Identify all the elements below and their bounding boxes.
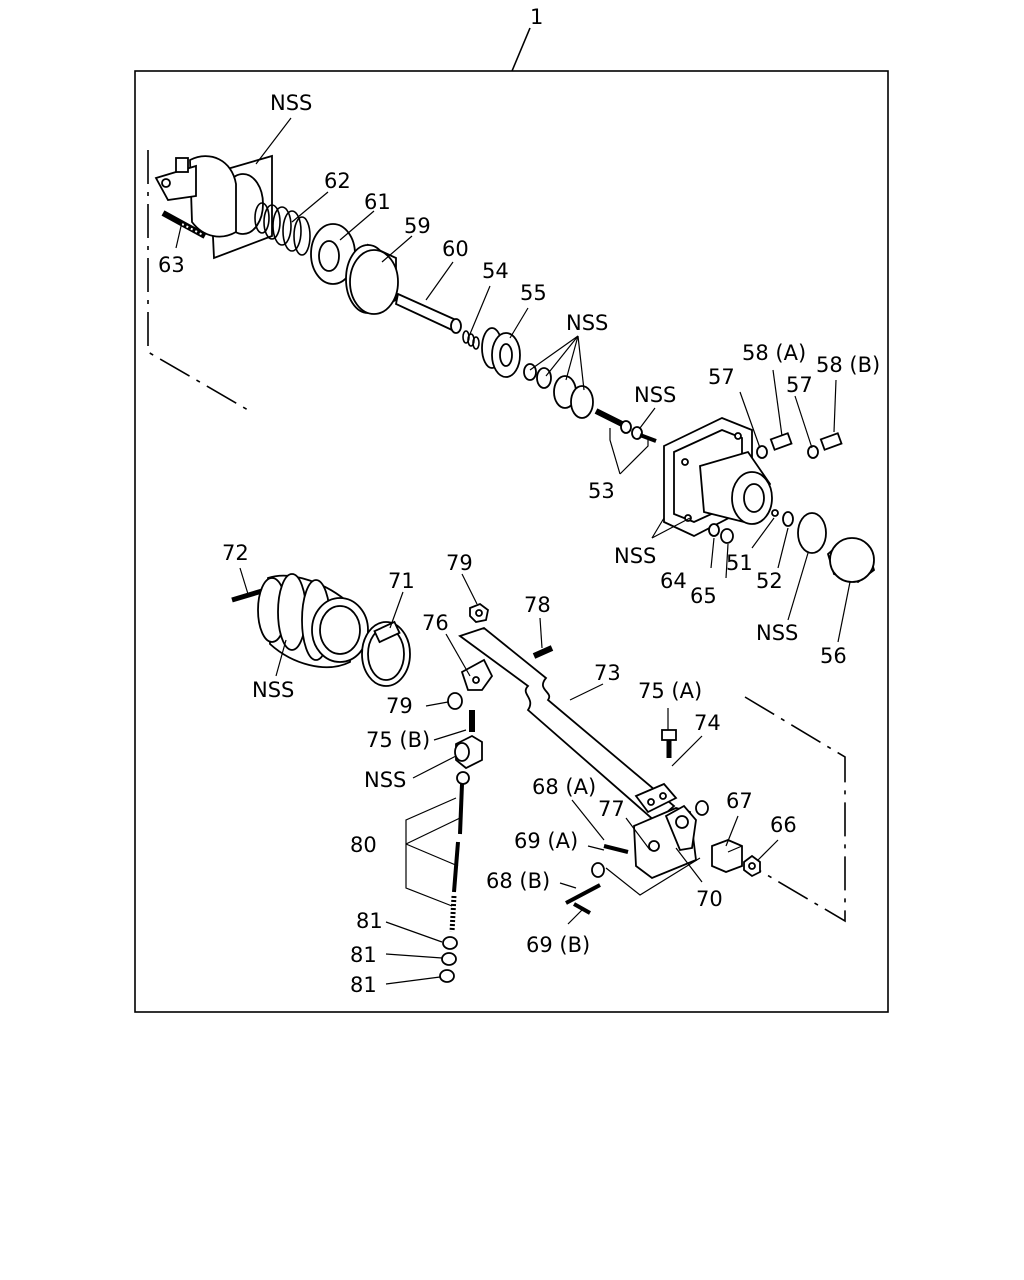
bracket-70-bracket-line bbox=[605, 857, 701, 896]
bushing-small bbox=[591, 862, 605, 878]
right-housing bbox=[663, 417, 773, 538]
label-70: 70 bbox=[696, 887, 723, 911]
label-60: 60 bbox=[442, 237, 469, 261]
left-housing bbox=[154, 154, 273, 260]
label-71: 71 bbox=[388, 569, 415, 593]
label-assembly-1: 1 bbox=[530, 5, 543, 29]
washer-61 bbox=[310, 223, 356, 285]
label-81-c: 81 bbox=[350, 973, 377, 997]
label-56: 56 bbox=[820, 644, 847, 668]
nut-79-lower bbox=[447, 692, 463, 710]
label-79-lower: 79 bbox=[386, 694, 413, 718]
bolt-53 bbox=[594, 408, 657, 443]
label-72: 72 bbox=[222, 541, 249, 565]
label-59: 59 bbox=[404, 214, 431, 238]
label-nss-housing: NSS bbox=[614, 544, 656, 568]
nuts-81 bbox=[439, 936, 458, 983]
label-80: 80 bbox=[350, 833, 377, 857]
label-79-top: 79 bbox=[446, 551, 473, 575]
rod-80 bbox=[449, 771, 470, 933]
bolt-63 bbox=[161, 210, 207, 239]
bushing bbox=[695, 800, 709, 816]
bolt-78 bbox=[532, 645, 554, 659]
pins-68-69 bbox=[565, 844, 629, 915]
label-77: 77 bbox=[598, 797, 625, 821]
label-69a: 69 (A) bbox=[514, 829, 578, 853]
plug-56 bbox=[826, 537, 876, 584]
label-74: 74 bbox=[694, 711, 721, 735]
bolt-75a bbox=[661, 729, 677, 758]
label-58a: 58 (A) bbox=[742, 341, 806, 365]
spring-62 bbox=[254, 202, 311, 256]
label-68b: 68 (B) bbox=[486, 869, 550, 893]
label-55: 55 bbox=[520, 281, 547, 305]
nut-79-top bbox=[469, 602, 489, 623]
o-ring bbox=[797, 512, 827, 554]
label-69b: 69 (B) bbox=[526, 933, 590, 957]
label-66: 66 bbox=[770, 813, 797, 837]
boot bbox=[257, 573, 369, 669]
valve-55 bbox=[481, 327, 521, 378]
piston-59 bbox=[345, 243, 399, 315]
label-nss-53: NSS bbox=[634, 383, 676, 407]
label-52: 52 bbox=[756, 569, 783, 593]
label-67: 67 bbox=[726, 789, 753, 813]
label-nss-boot: NSS bbox=[252, 678, 294, 702]
label-58b: 58 (B) bbox=[816, 353, 880, 377]
label-81-b: 81 bbox=[350, 943, 377, 967]
label-nss-seals: NSS bbox=[566, 311, 608, 335]
label-57-right: 57 bbox=[786, 373, 813, 397]
label-73: 73 bbox=[594, 661, 621, 685]
label-54: 54 bbox=[482, 259, 509, 283]
cap-nss bbox=[454, 734, 483, 770]
label-62: 62 bbox=[324, 169, 351, 193]
label-57-left: 57 bbox=[708, 365, 735, 389]
label-nss-cap: NSS bbox=[364, 768, 406, 792]
label-64: 64 bbox=[660, 569, 687, 593]
nut-66 bbox=[743, 854, 761, 878]
nuts-64-65 bbox=[708, 523, 734, 544]
label-nss-oring: NSS bbox=[756, 621, 798, 645]
spring-54 bbox=[462, 330, 480, 350]
phantom-line-top-left bbox=[147, 150, 249, 411]
ball-51-seat-52 bbox=[771, 509, 794, 527]
rod-60 bbox=[394, 292, 462, 334]
label-68a: 68 (A) bbox=[532, 775, 596, 799]
label-78: 78 bbox=[524, 593, 551, 617]
pin-72 bbox=[231, 588, 263, 603]
label-81-a: 81 bbox=[356, 909, 383, 933]
seal-set bbox=[523, 363, 594, 419]
label-63: 63 bbox=[158, 253, 185, 277]
label-75b: 75 (B) bbox=[366, 728, 430, 752]
fittings-57-58 bbox=[756, 432, 843, 459]
bolt-63-thread bbox=[181, 223, 204, 236]
label-61: 61 bbox=[364, 190, 391, 214]
label-nss-top: NSS bbox=[270, 91, 312, 115]
bracket-76 bbox=[460, 658, 494, 691]
diagram-frame bbox=[134, 70, 889, 1013]
leader-lines bbox=[175, 117, 851, 985]
label-53: 53 bbox=[588, 479, 615, 503]
label-65: 65 bbox=[690, 584, 717, 608]
assembly-leader bbox=[511, 27, 531, 72]
label-75a: 75 (A) bbox=[638, 679, 702, 703]
label-76: 76 bbox=[422, 611, 449, 635]
phantom-line-bottom-right bbox=[744, 696, 846, 923]
clamp-71 bbox=[361, 620, 411, 687]
lever-73 bbox=[458, 626, 678, 824]
label-51: 51 bbox=[726, 551, 753, 575]
